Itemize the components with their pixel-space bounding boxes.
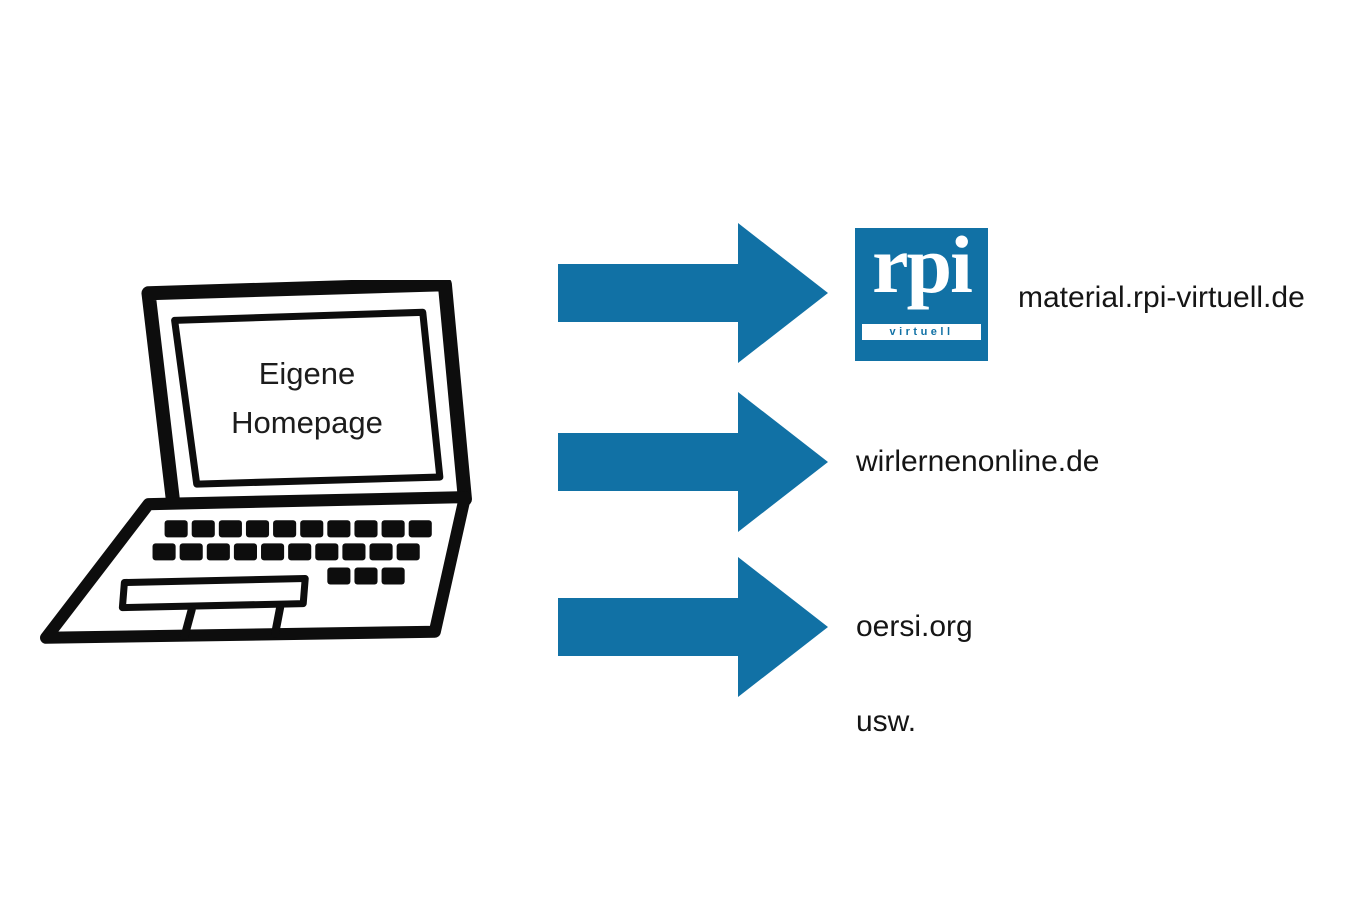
spacebar-key bbox=[118, 574, 309, 612]
laptop-base bbox=[40, 491, 471, 644]
rpi-logo-text: rpi bbox=[872, 219, 973, 310]
arrow-right-icon bbox=[558, 223, 828, 363]
trackpad-line-left bbox=[180, 605, 196, 640]
rpi-virtuell-logo: rpi virtuell bbox=[855, 219, 988, 361]
keyboard-row-1 bbox=[164, 520, 432, 538]
etc-label: usw. bbox=[856, 705, 917, 738]
laptop-screen-inner bbox=[171, 308, 444, 488]
screen-label-line2: Homepage bbox=[231, 404, 383, 440]
trackpad-line-right bbox=[271, 603, 285, 638]
arrow-right-icon bbox=[558, 557, 828, 697]
keyboard-row-3 bbox=[327, 567, 405, 585]
rpi-logo-subtext: virtuell bbox=[889, 326, 954, 338]
keyboard-row-2 bbox=[152, 543, 420, 561]
screen-label-line1: Eigene bbox=[258, 356, 356, 391]
target-label-rpi-virtuell: material.rpi-virtuell.de bbox=[1018, 281, 1305, 314]
laptop-screen-label: Eigene Homepage bbox=[188, 350, 426, 448]
laptop-illustration bbox=[40, 280, 472, 644]
target-label-oersi: oersi.org bbox=[856, 610, 973, 643]
rpi-logo-subtext-strip: virtuell bbox=[862, 324, 981, 340]
arrow-right-icon bbox=[558, 392, 828, 532]
target-label-wirlernenonline: wirlernenonline.de bbox=[856, 445, 1100, 478]
